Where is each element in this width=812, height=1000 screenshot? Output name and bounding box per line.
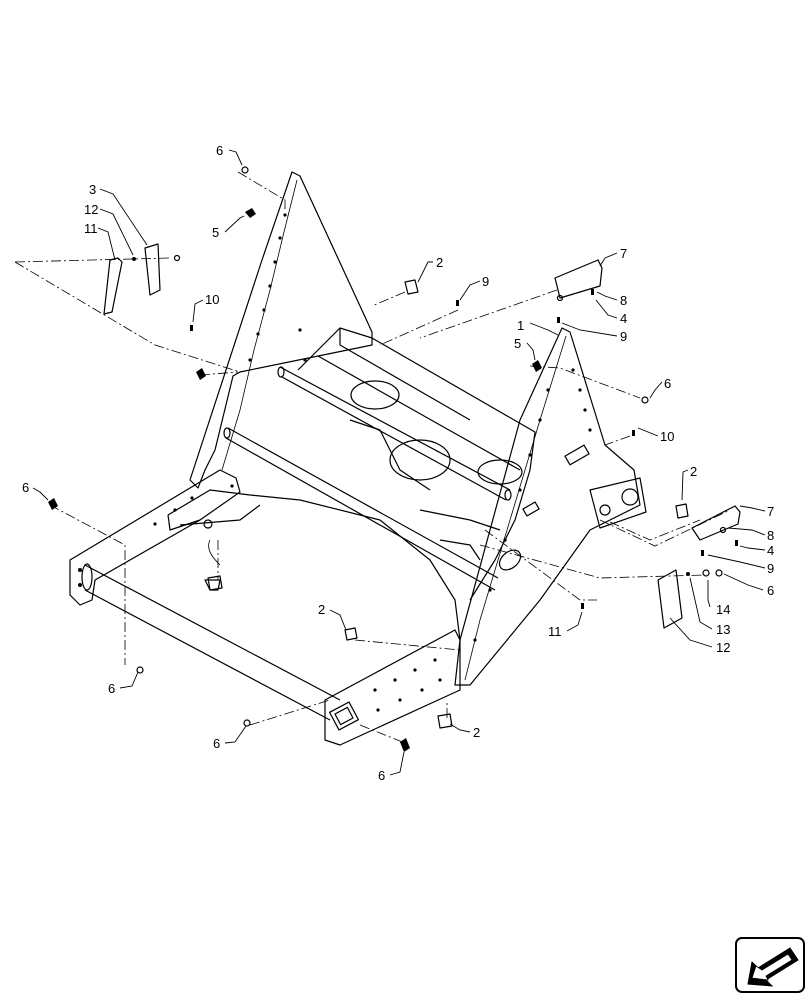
left-side-plate [189, 171, 373, 489]
callout-6-bottom: 6 [213, 736, 220, 751]
callout-6-right: 6 [664, 376, 671, 391]
callout-labels: 6 5 3 12 11 2 9 10 1 5 7 8 4 9 6 10 2 6 … [22, 143, 774, 783]
hardware [48, 166, 741, 752]
callout-13-left: 12 [84, 202, 98, 217]
callout-6-left-bottom: 6 [108, 681, 115, 696]
callout-10-top: 9 [482, 274, 489, 289]
callout-2-center: 2 [318, 602, 325, 617]
callout-11-right: 11 [548, 624, 562, 639]
callout-2-top: 2 [436, 255, 443, 270]
callout-6-top: 6 [216, 143, 223, 158]
callout-8-right: 8 [767, 528, 774, 543]
callout-6-far-right: 6 [767, 583, 774, 598]
callout-9-right: 9 [767, 561, 774, 576]
callout-12-left: 11 [84, 221, 98, 236]
callout-11-left: 10 [205, 292, 219, 307]
callout-4-top: 4 [620, 311, 627, 326]
center-body [297, 327, 536, 601]
assembly-lines [14, 171, 731, 746]
front-corner-plate [324, 629, 461, 746]
right-side-plate [454, 327, 647, 686]
callout-leaders [32, 149, 766, 776]
callout-13-right: 13 [716, 622, 730, 637]
callout-9-top: 9 [620, 329, 627, 344]
callout-5-top: 5 [212, 225, 219, 240]
callout-4-right: 4 [767, 543, 774, 558]
callout-8-top: 8 [620, 293, 627, 308]
callout-7-right: 7 [767, 504, 774, 519]
callout-5-right: 5 [514, 336, 521, 351]
upper-cross-tube [277, 366, 512, 501]
callout-2-bottom: 2 [473, 725, 480, 740]
callout-12-right: 12 [716, 640, 730, 655]
callout-5-left: 6 [22, 480, 29, 495]
callout-14: 14 [716, 602, 730, 617]
callout-10-right: 10 [660, 429, 674, 444]
lower-frame [69, 469, 461, 641]
front-cross-beam [81, 563, 341, 721]
callout-7-top: 7 [620, 246, 627, 261]
lower-cross-tube [223, 427, 499, 591]
arrow-back-icon[interactable] [735, 937, 805, 993]
callout-3: 3 [89, 182, 96, 197]
callout-1: 1 [517, 318, 524, 333]
callout-5-bottom: 6 [378, 768, 385, 783]
callout-2-right: 2 [690, 464, 697, 479]
